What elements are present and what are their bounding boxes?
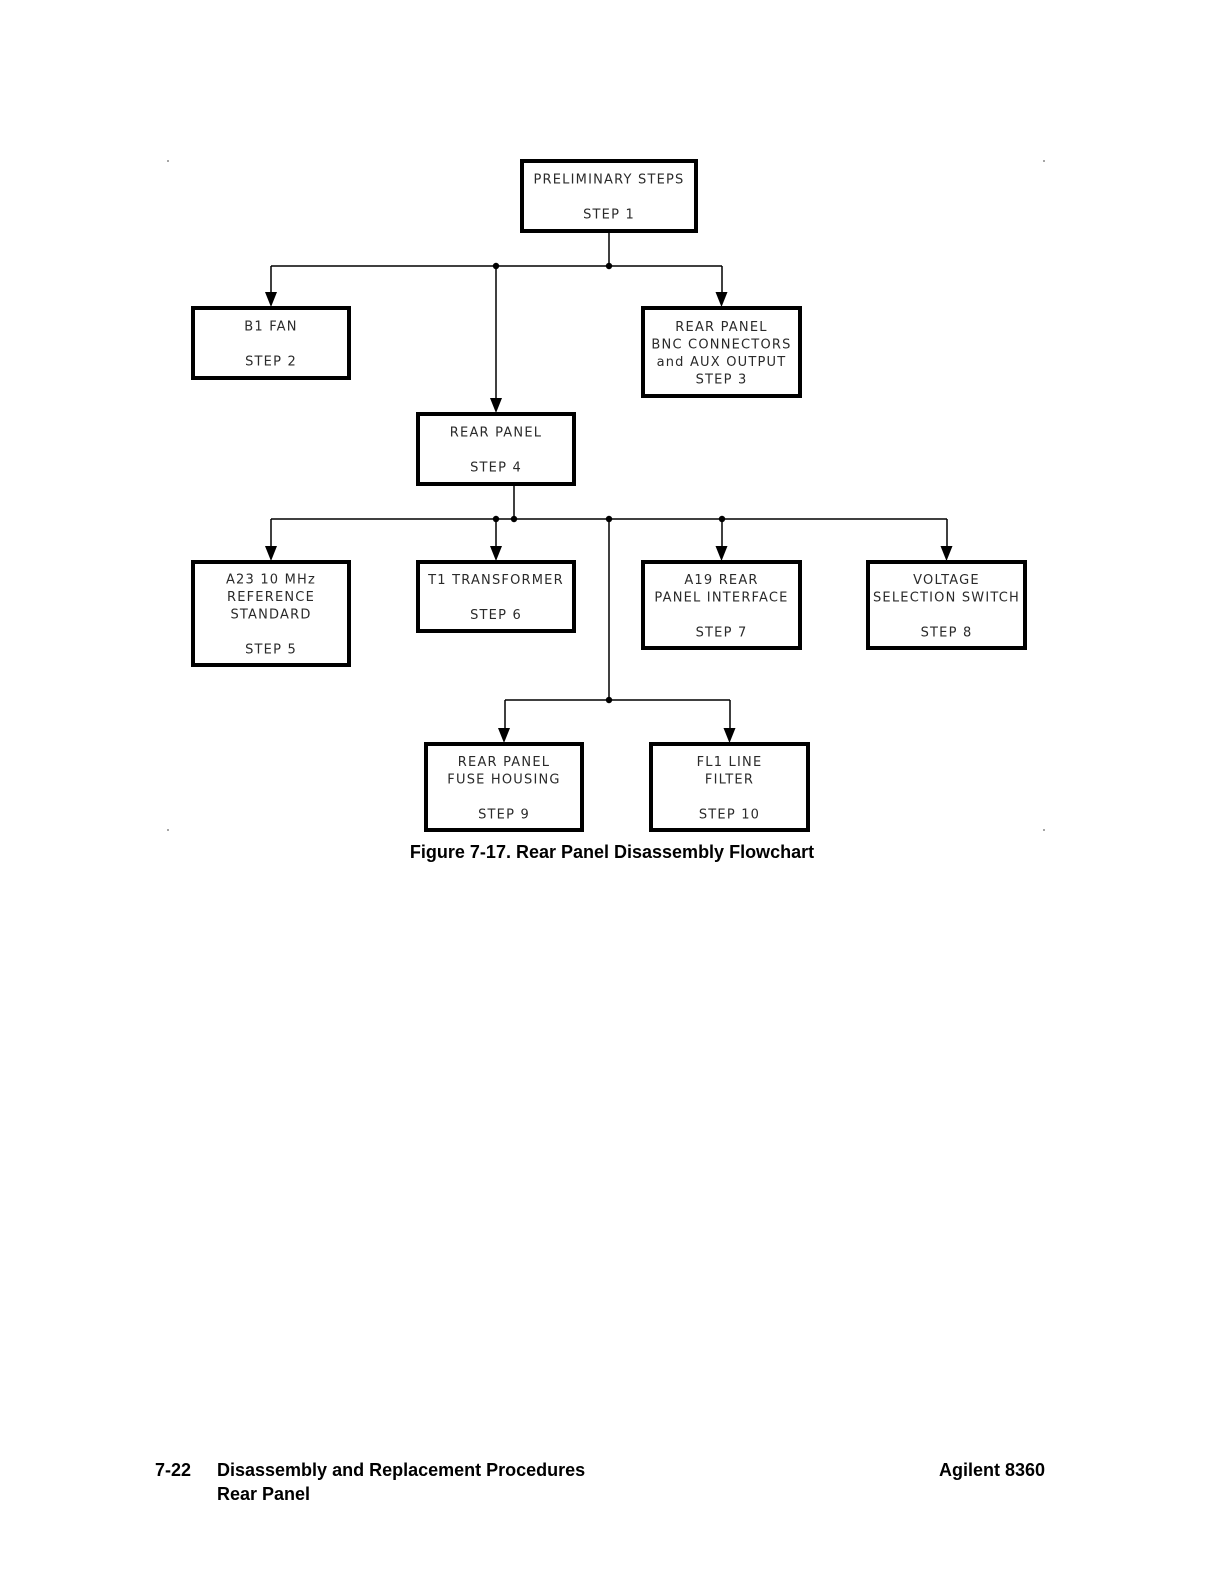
registration-mark [167,829,169,831]
flowchart-nodes: PRELIMINARY STEPS STEP 1 B1 FAN STEP 2 REAR … [191,159,1027,832]
node-text-line: B1 FAN [244,320,297,335]
junction-dot [605,696,613,704]
figure-caption: Figure 7-17. Rear Panel Disassembly Flow… [409,842,815,862]
node-text-line: T1 TRANSFORMER [427,573,564,588]
node-border [416,560,576,633]
flowchart-node-step10: FL1 LINE FILTER STEP 10 [649,742,810,832]
node-text-line: REAR PANEL [675,320,767,335]
node-text-line: STEP 8 [921,625,973,640]
junction-dot [492,515,500,523]
node-border [520,159,698,233]
node-text-line: REAR PANEL [458,755,550,770]
arrowhead [940,546,953,561]
connector-lines [265,231,953,743]
flowchart-node-step6: T1 TRANSFORMER STEP 6 [416,560,576,633]
node-text-line: PRELIMINARY STEPS [533,173,684,188]
node-text-line: STEP 2 [245,355,297,370]
arrowhead [265,546,277,561]
footer-subsection-title: Rear Panel [217,1484,311,1504]
flowchart-node-step1: PRELIMINARY STEPS STEP 1 [520,159,698,233]
node-border [641,306,802,398]
junction-dot [492,262,500,270]
node-text-line: STEP 10 [699,807,760,822]
registration-mark [167,160,169,162]
node-border [191,560,351,667]
flowchart-node-step7: A19 REAR PANEL INTERFACE STEP 7 [641,560,802,650]
node-text-line: STEP 5 [245,643,297,658]
node-text-line: STEP 6 [470,608,522,623]
node-text-line: FUSE HOUSING [447,772,560,787]
junction-dot [605,515,613,523]
junction-dot [605,262,613,270]
arrowhead [498,728,510,743]
junction-dot [510,515,518,523]
node-border [424,742,584,832]
node-text-line: STEP 9 [478,807,530,822]
flowchart-node-step3: REAR PANEL BNC CONNECTORS and AUX OUTPUT ST… [641,306,802,398]
node-text-line: STEP 7 [696,625,748,640]
node-text-line: STEP 4 [470,461,522,476]
footer-product-name: Agilent 8360 [939,1460,1046,1480]
node-border [649,742,810,832]
node-text-line: SELECTION SWITCH [873,590,1020,605]
node-text-line: FL1 LINE [697,755,763,770]
node-text-line: STEP 1 [583,208,635,223]
arrowhead [490,398,502,413]
node-text-line: REFERENCE [227,590,315,605]
node-text-line: REAR PANEL [450,426,542,441]
node-border [191,306,351,380]
node-text-line: A23 10 MHz [226,573,316,588]
flowchart: PRELIMINARY STEPS STEP 1 B1 FAN STEP 2 REAR … [167,159,1045,832]
flowchart-node-step4: REAR PANEL STEP 4 [416,412,576,486]
footer-section-title: Disassembly and Replacement Procedures [217,1460,586,1480]
node-border [416,412,576,486]
junction-dot [718,515,726,523]
node-border [866,560,1027,650]
node-text-line: STANDARD [230,608,311,623]
node-text-line: PANEL INTERFACE [654,590,788,605]
registration-mark [1043,160,1045,162]
flowchart-node-step9: REAR PANEL FUSE HOUSING STEP 9 [424,742,584,832]
node-text-line: BNC CONNECTORS [651,337,791,352]
node-text-line: VOLTAGE [913,573,980,588]
page-corner-marks [167,160,1045,831]
arrowhead [723,728,736,743]
node-border [641,560,802,650]
node-text-line: and AUX OUTPUT [657,355,787,370]
node-text-line: STEP 3 [696,372,748,387]
flowchart-node-step2: B1 FAN STEP 2 [191,306,351,380]
node-text-line: A19 REAR [684,573,758,588]
arrowhead [715,292,728,307]
registration-mark [1043,829,1045,831]
arrowhead [490,546,502,561]
flowchart-node-step8: VOLTAGE SELECTION SWITCH STEP 8 [866,560,1027,650]
arrowhead [265,292,277,307]
arrowhead [715,546,728,561]
node-text-line: FILTER [705,772,754,787]
footer-page-number: 7-22 [155,1460,192,1480]
